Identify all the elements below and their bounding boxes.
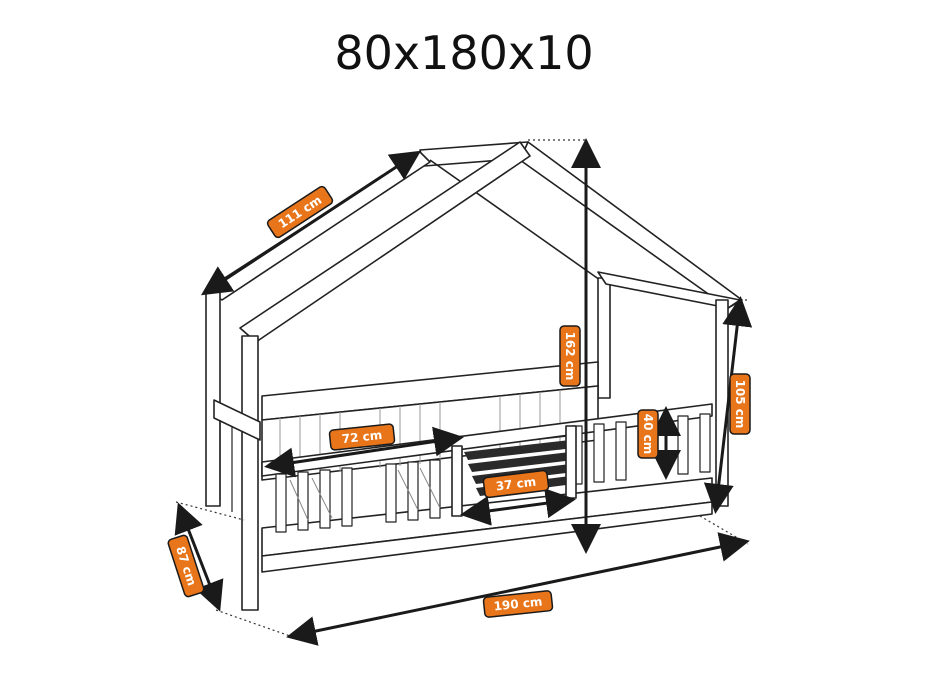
front-left-post — [241, 335, 259, 611]
page-title: 80x180x10 — [334, 26, 594, 80]
front-right-post — [715, 299, 729, 507]
label-opening-width: 37 cm — [482, 469, 550, 499]
label-rail-length: 72 cm — [328, 423, 396, 451]
label-width: 87 cm — [167, 534, 205, 598]
label-side-height: 105 cm — [729, 373, 751, 435]
side-height-arrow — [703, 296, 753, 514]
left-side-rail — [213, 399, 261, 441]
label-rail-length-text: 72 cm — [341, 428, 383, 446]
roof-length-arrow — [200, 150, 422, 296]
width-arrow — [174, 502, 224, 612]
label-side-height-text: 105 cm — [733, 380, 747, 429]
label-rail-height: 40 cm — [637, 409, 659, 459]
opening-post-right — [565, 425, 577, 499]
back-left-post — [205, 291, 221, 507]
back-right-post — [597, 277, 611, 399]
label-length-text: 190 cm — [493, 594, 543, 613]
length-arrow — [286, 532, 750, 646]
label-total-height: 162 cm — [559, 325, 581, 387]
label-opening-width-text: 37 cm — [495, 475, 537, 494]
label-length: 190 cm — [482, 590, 554, 618]
dimension-arrows — [174, 138, 753, 646]
label-total-height-text: 162 cm — [563, 332, 577, 381]
opening-width-arrow — [460, 488, 576, 526]
rail-length-arrow — [264, 426, 464, 478]
opening-post-left — [451, 445, 463, 517]
label-rail-height-text: 40 cm — [641, 414, 655, 455]
